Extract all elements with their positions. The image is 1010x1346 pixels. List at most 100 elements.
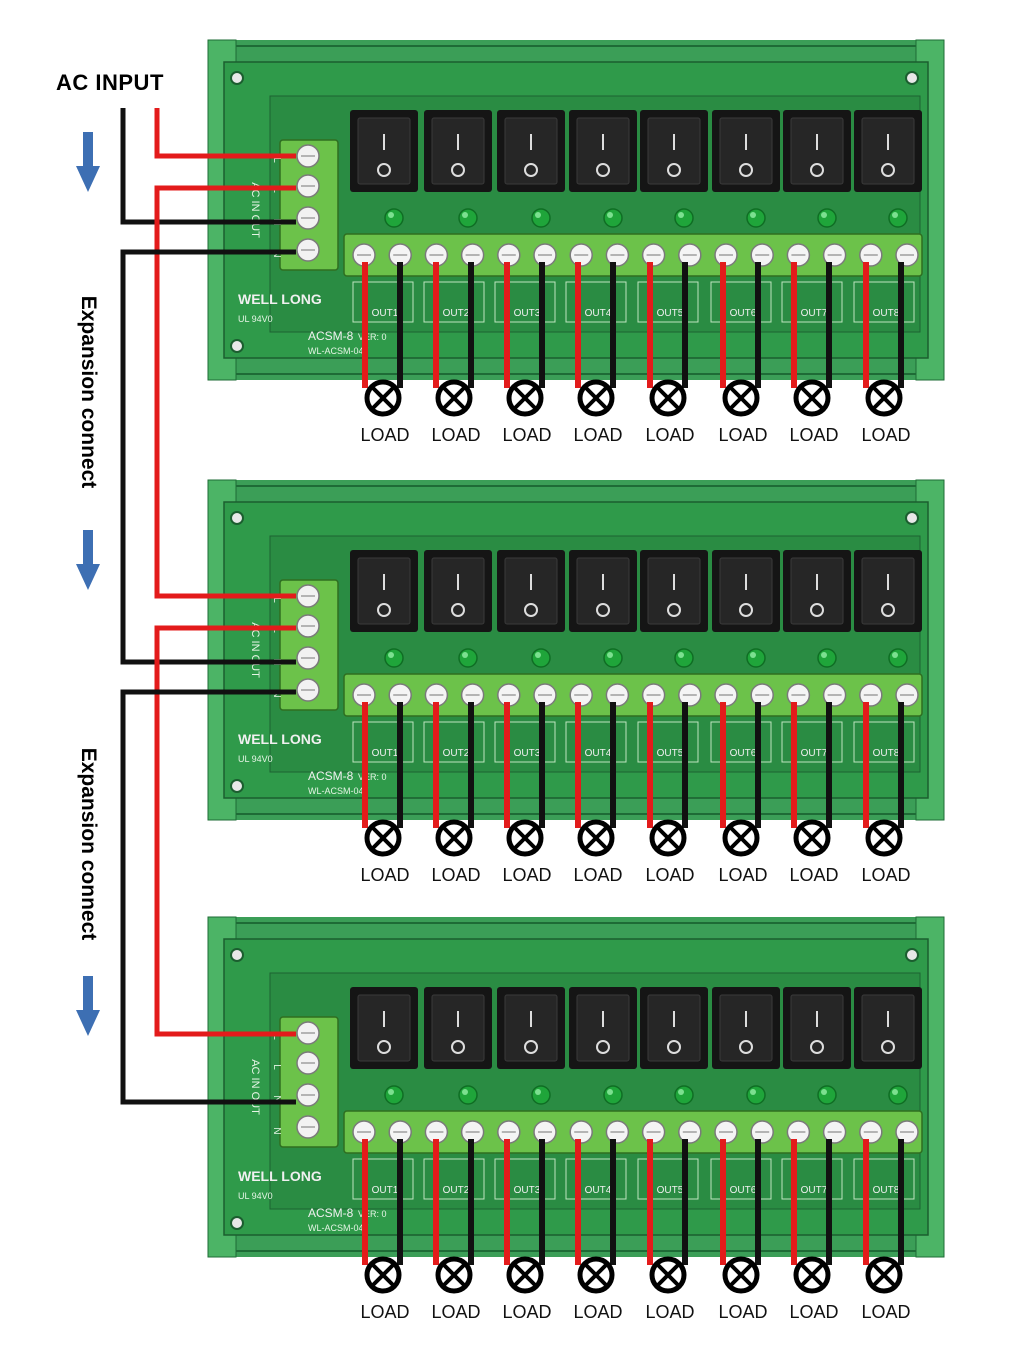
output-label: OUT1 xyxy=(372,1185,399,1196)
input-terminal-block xyxy=(279,1016,339,1148)
rocker-face xyxy=(861,117,915,185)
rocker-face xyxy=(357,117,411,185)
lamp-cross xyxy=(371,386,395,410)
mounting-hole xyxy=(905,511,919,525)
led-highlight xyxy=(535,1089,541,1095)
version-label: VER: 0 xyxy=(358,1209,387,1219)
input-terminal-block xyxy=(279,139,339,271)
brand-label: WELL LONG xyxy=(238,731,322,747)
rocker-face xyxy=(504,557,558,625)
status-led xyxy=(888,1085,908,1105)
led-highlight xyxy=(678,1089,684,1095)
input-terminal-block xyxy=(279,579,339,711)
lamp-cross xyxy=(872,386,896,410)
expansion-wiring xyxy=(120,108,296,1105)
mounting-hole xyxy=(230,1216,244,1230)
rocker-face xyxy=(357,994,411,1062)
ac-input-neutral-wire xyxy=(120,108,296,225)
led-highlight xyxy=(607,212,613,218)
led-highlight xyxy=(388,1089,394,1095)
output-label-box xyxy=(494,721,556,763)
terminal-pin-label: N xyxy=(271,1127,282,1134)
load-label: LOAD xyxy=(431,865,480,885)
status-led xyxy=(384,648,404,668)
output-label: OUT1 xyxy=(372,748,399,759)
output-terminal-strip xyxy=(343,233,923,277)
output-label-box xyxy=(352,721,414,763)
rocker-face xyxy=(576,994,630,1062)
terminal-pin-label: L xyxy=(271,157,282,163)
switch-off-mark xyxy=(524,163,538,177)
brand-label: WELL LONG xyxy=(238,1168,322,1184)
output-label-box xyxy=(781,721,843,763)
output-label-box xyxy=(853,1158,915,1200)
output-label: OUT7 xyxy=(801,1185,828,1196)
output-label: OUT6 xyxy=(730,748,757,759)
led-highlight xyxy=(607,652,613,658)
output-label-box xyxy=(710,281,772,323)
led-highlight xyxy=(388,212,394,218)
switch-off-mark xyxy=(810,163,824,177)
switch-off-mark xyxy=(377,603,391,617)
load-label: LOAD xyxy=(573,1302,622,1322)
led-highlight xyxy=(750,1089,756,1095)
load-label: LOAD xyxy=(360,865,409,885)
lamp-cross xyxy=(584,1263,608,1287)
switch-off-mark xyxy=(739,603,753,617)
lamp-cross xyxy=(513,1263,537,1287)
switch-off-mark xyxy=(881,1040,895,1054)
status-led xyxy=(746,648,766,668)
output-label: OUT2 xyxy=(443,748,470,759)
load-label: LOAD xyxy=(573,425,622,445)
output-label: OUT3 xyxy=(514,1185,541,1196)
led-highlight xyxy=(462,652,468,658)
lamp-cross xyxy=(513,826,537,850)
output-label: OUT4 xyxy=(585,308,612,319)
rating-label: UL 94V0 xyxy=(238,314,273,324)
terminal-pin-label: N xyxy=(271,1095,282,1102)
status-led xyxy=(458,648,478,668)
output-label-box xyxy=(423,1158,485,1200)
switch-off-mark xyxy=(451,603,465,617)
switch-off-mark xyxy=(596,163,610,177)
input-terminal-label: AC IN OUT xyxy=(249,182,261,238)
switch-off-mark xyxy=(810,1040,824,1054)
rocker-face xyxy=(504,117,558,185)
switch-off-mark xyxy=(524,603,538,617)
expansion-live-wire-1 xyxy=(154,185,296,599)
rocker-face xyxy=(504,994,558,1062)
lamp-cross xyxy=(442,386,466,410)
led-highlight xyxy=(750,212,756,218)
output-label-box xyxy=(352,1158,414,1200)
lamp-cross xyxy=(442,826,466,850)
status-led xyxy=(384,1085,404,1105)
output-label: OUT4 xyxy=(585,1185,612,1196)
output-label-box xyxy=(710,721,772,763)
version-label: VER: 0 xyxy=(358,772,387,782)
rocker-face xyxy=(431,117,485,185)
output-label-box xyxy=(853,281,915,323)
output-label: OUT6 xyxy=(730,1185,757,1196)
expansion-live-wire-2 xyxy=(154,625,296,1037)
load-label: LOAD xyxy=(718,1302,767,1322)
status-led xyxy=(458,1085,478,1105)
rocker-face xyxy=(719,557,773,625)
status-led xyxy=(674,648,694,668)
mounting-hole xyxy=(230,779,244,793)
output-label-box xyxy=(637,1158,699,1200)
expansion-neutral-wire-2 xyxy=(120,689,296,1105)
output-label-box xyxy=(494,281,556,323)
rocker-face xyxy=(719,994,773,1062)
status-led xyxy=(384,208,404,228)
rocker-face xyxy=(790,994,844,1062)
output-label: OUT5 xyxy=(657,308,684,319)
status-led xyxy=(603,1085,623,1105)
status-led xyxy=(817,1085,837,1105)
output-label-box xyxy=(423,721,485,763)
load-label: LOAD xyxy=(645,1302,694,1322)
output-label: OUT8 xyxy=(873,748,900,759)
led-highlight xyxy=(750,652,756,658)
load-label: LOAD xyxy=(502,425,551,445)
